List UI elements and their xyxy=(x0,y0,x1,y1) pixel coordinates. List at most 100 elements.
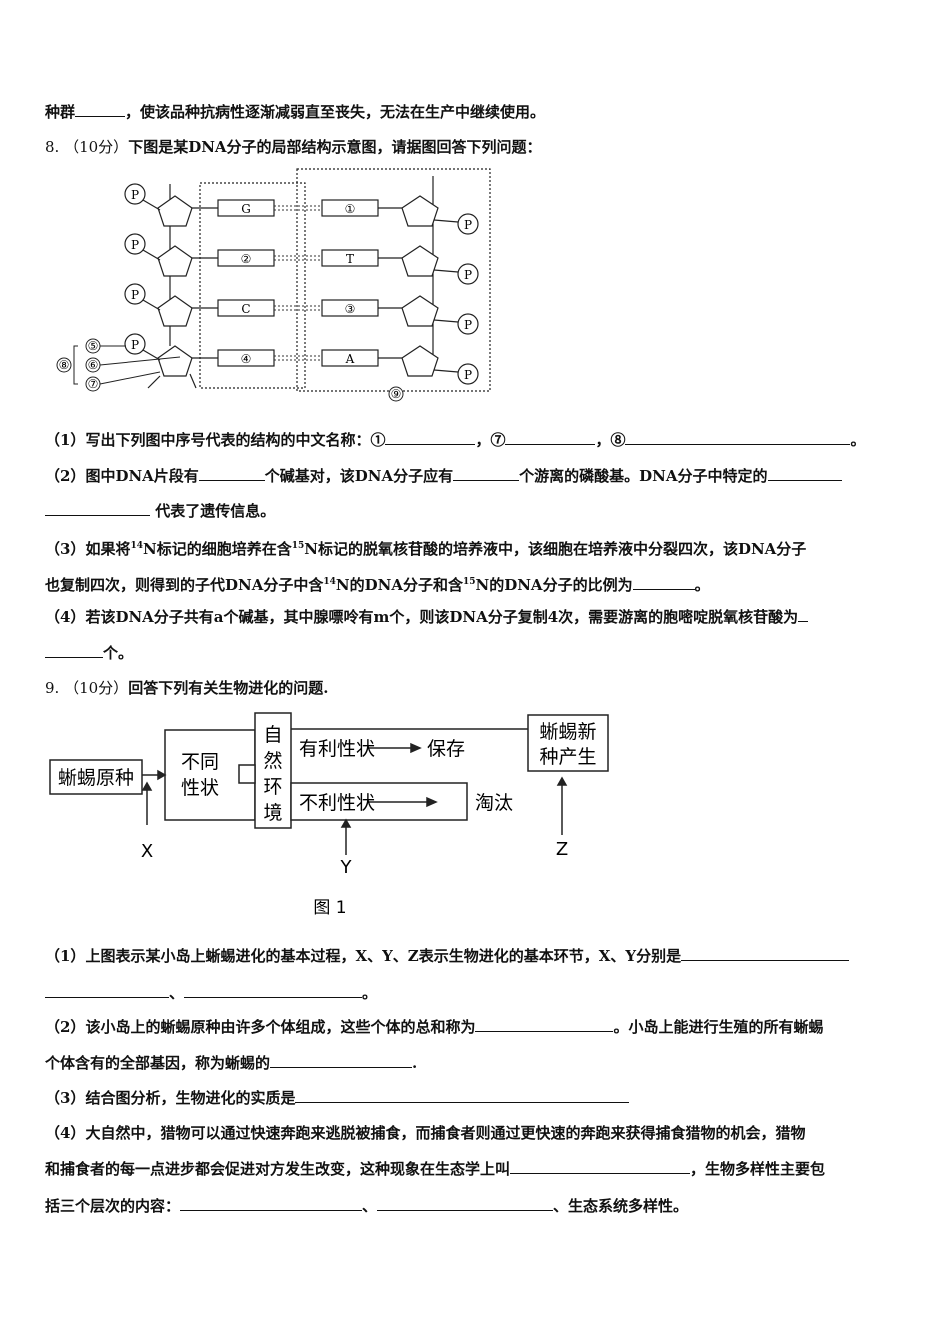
text: 。小岛上能进行生殖的所有蜥蜴 xyxy=(613,1018,824,1036)
answer-blank[interactable] xyxy=(45,983,169,998)
text: 、 xyxy=(362,1197,378,1215)
deoxyribose-icon xyxy=(157,195,193,227)
text: 图中DNA片段有 xyxy=(85,467,199,485)
text: N的DNA分子的比例为 xyxy=(475,576,633,594)
text: 括三个层次的内容： xyxy=(45,1197,181,1215)
env-label-4: 境 xyxy=(263,802,282,824)
phosphate-label: P xyxy=(131,338,139,352)
answer-blank[interactable] xyxy=(45,501,150,516)
deoxyribose-icon xyxy=(401,245,439,277)
answer-blank[interactable] xyxy=(475,1017,614,1032)
nucleotide-left-4: P ④ xyxy=(124,333,275,389)
answer-blank[interactable] xyxy=(505,430,596,445)
base-label: ① xyxy=(345,202,356,216)
phosphate-icon xyxy=(457,213,479,235)
phosphate-label: P xyxy=(464,318,472,332)
answer-blank[interactable] xyxy=(377,1196,554,1211)
left-strand: P G P ② P C P xyxy=(124,183,275,389)
new-species-label-1: 蜥蜴新 xyxy=(539,721,596,743)
answer-blank[interactable] xyxy=(385,430,476,445)
answer-blank[interactable] xyxy=(767,466,842,481)
callout-5: ⑤ xyxy=(88,339,99,353)
base-label: G xyxy=(241,202,251,216)
answer-blank[interactable] xyxy=(180,1196,363,1211)
text: . xyxy=(412,1054,418,1072)
answer-blank[interactable] xyxy=(295,1088,630,1103)
callout-6: ⑥ xyxy=(88,358,99,372)
base-box xyxy=(217,299,275,317)
phosphate-icon xyxy=(124,283,146,305)
answer-blank[interactable] xyxy=(198,466,265,481)
phosphate-icon xyxy=(457,363,479,385)
answer-blank[interactable] xyxy=(75,102,126,117)
phosphate-label: P xyxy=(131,188,139,202)
phosphate-label: P xyxy=(131,288,139,302)
base-label: A xyxy=(345,352,355,366)
q8-sub2-cont: 代表了遗传信息。 xyxy=(45,501,275,521)
figure-caption: 图 1 xyxy=(313,898,346,918)
base-box xyxy=(217,199,275,217)
label-y: Y xyxy=(340,857,353,878)
phosphate-icon xyxy=(124,183,146,205)
q8-sub4: （4）若该DNA分子共有a个碱基，其中腺嘌呤有m个，则该DNA分子复制4次，需要… xyxy=(45,607,809,627)
text: 。 xyxy=(694,576,710,594)
phosphate-icon xyxy=(457,313,479,335)
env-label-1: 自 xyxy=(263,724,282,746)
text: N的DNA分子和含 xyxy=(335,576,463,594)
answer-blank[interactable] xyxy=(798,607,809,622)
env-label-3: 环 xyxy=(263,776,282,798)
answer-blank[interactable] xyxy=(45,643,103,658)
answer-blank[interactable] xyxy=(625,430,851,445)
sub-label: （4） xyxy=(45,1124,86,1142)
answer-blank[interactable] xyxy=(510,1159,691,1174)
base-label: ② xyxy=(241,252,252,266)
phosphate-label: P xyxy=(131,238,139,252)
q8-sub3-cont: 也复制四次，则得到的子代DNA分子中含14N的DNA分子和含15N的DNA分子的… xyxy=(45,572,710,595)
text: 个游离的磷酸基。DNA分子中特定的 xyxy=(519,467,768,485)
text: ，⑧ xyxy=(595,431,626,449)
question-number: 8. xyxy=(45,138,60,156)
answer-blank[interactable] xyxy=(184,983,363,998)
origin-box xyxy=(49,759,143,795)
bad-traits-box xyxy=(290,782,468,821)
superscript: 14 xyxy=(323,577,336,587)
lizard-evolution-diagram: 蜥蜴原种 不同 性状 自 然 环 境 有利性状 保存 不利性状 淘汰 蜥蜴新 种… xyxy=(49,712,609,918)
nucleotide-right-1: ① P xyxy=(321,195,479,235)
traits-label-2: 性状 xyxy=(181,777,219,799)
q9-stem: 9. （10分）回答下列有关生物进化的问题. xyxy=(45,678,328,698)
text: ，⑦ xyxy=(475,431,506,449)
text: N标记的细胞培养在含 xyxy=(142,540,292,558)
text: N标记的脱氧核苷酸的培养液中，该细胞在培养液中分裂四次，该DNA分子 xyxy=(304,540,807,558)
text: 上图表示某小岛上蜥蜴进化的基本过程，X、Y、Z表示生物进化的基本环节，X、Y分别… xyxy=(85,947,682,965)
text: 、生态系统多样性。 xyxy=(553,1197,689,1215)
new-species-label-2: 种产生 xyxy=(539,746,596,768)
environment-box xyxy=(254,712,292,829)
sub-label: （1） xyxy=(45,947,86,965)
text: 个体含有的全部基因，称为蜥蜴的 xyxy=(45,1054,271,1072)
traits-label-1: 不同 xyxy=(181,751,219,773)
text: ，生物多样性主要包 xyxy=(690,1160,826,1178)
text: 若该DNA分子共有a个碱基，其中腺嘌呤有m个，则该DNA分子复制4次，需要游离的… xyxy=(85,608,799,626)
nucleotide-right-3: ③ P xyxy=(321,295,479,335)
q9-sub2-cont: 个体含有的全部基因，称为蜥蜴的. xyxy=(45,1053,417,1073)
text: 个碱基对，该DNA分子应有 xyxy=(264,467,454,485)
text: ，使该品种抗病性逐渐减弱直至丧失，无法在生产中继续使用。 xyxy=(125,103,546,121)
answer-blank[interactable] xyxy=(632,575,695,590)
text: 种群 xyxy=(45,103,76,121)
q8-sub1: （1）写出下列图中序号代表的结构的中文名称：①，⑦，⑧。 xyxy=(45,430,866,450)
sub-label: （3） xyxy=(45,540,86,558)
sub-label: （2） xyxy=(45,467,86,485)
q9-sub4: （4）大自然中，猎物可以通过快速奔跑来逃脱被捕食，而捕食者则通过更快速的奔跑来获… xyxy=(45,1123,805,1143)
base-label: ④ xyxy=(241,352,252,366)
base-label: T xyxy=(346,252,354,266)
answer-blank[interactable] xyxy=(681,946,850,961)
q9-sub3: （3）结合图分析，生物进化的实质是 xyxy=(45,1088,630,1108)
text: 。 xyxy=(850,431,866,449)
superscript: 15 xyxy=(291,541,305,551)
phosphate-icon xyxy=(124,233,146,255)
answer-blank[interactable] xyxy=(453,466,520,481)
sub-label: （3） xyxy=(45,1089,86,1107)
text: 大自然中，猎物可以通过快速奔跑来逃脱被捕食，而捕食者则通过更快速的奔跑来获得捕食… xyxy=(85,1124,806,1142)
eliminate-label: 淘汰 xyxy=(475,792,513,814)
answer-blank[interactable] xyxy=(270,1053,413,1068)
